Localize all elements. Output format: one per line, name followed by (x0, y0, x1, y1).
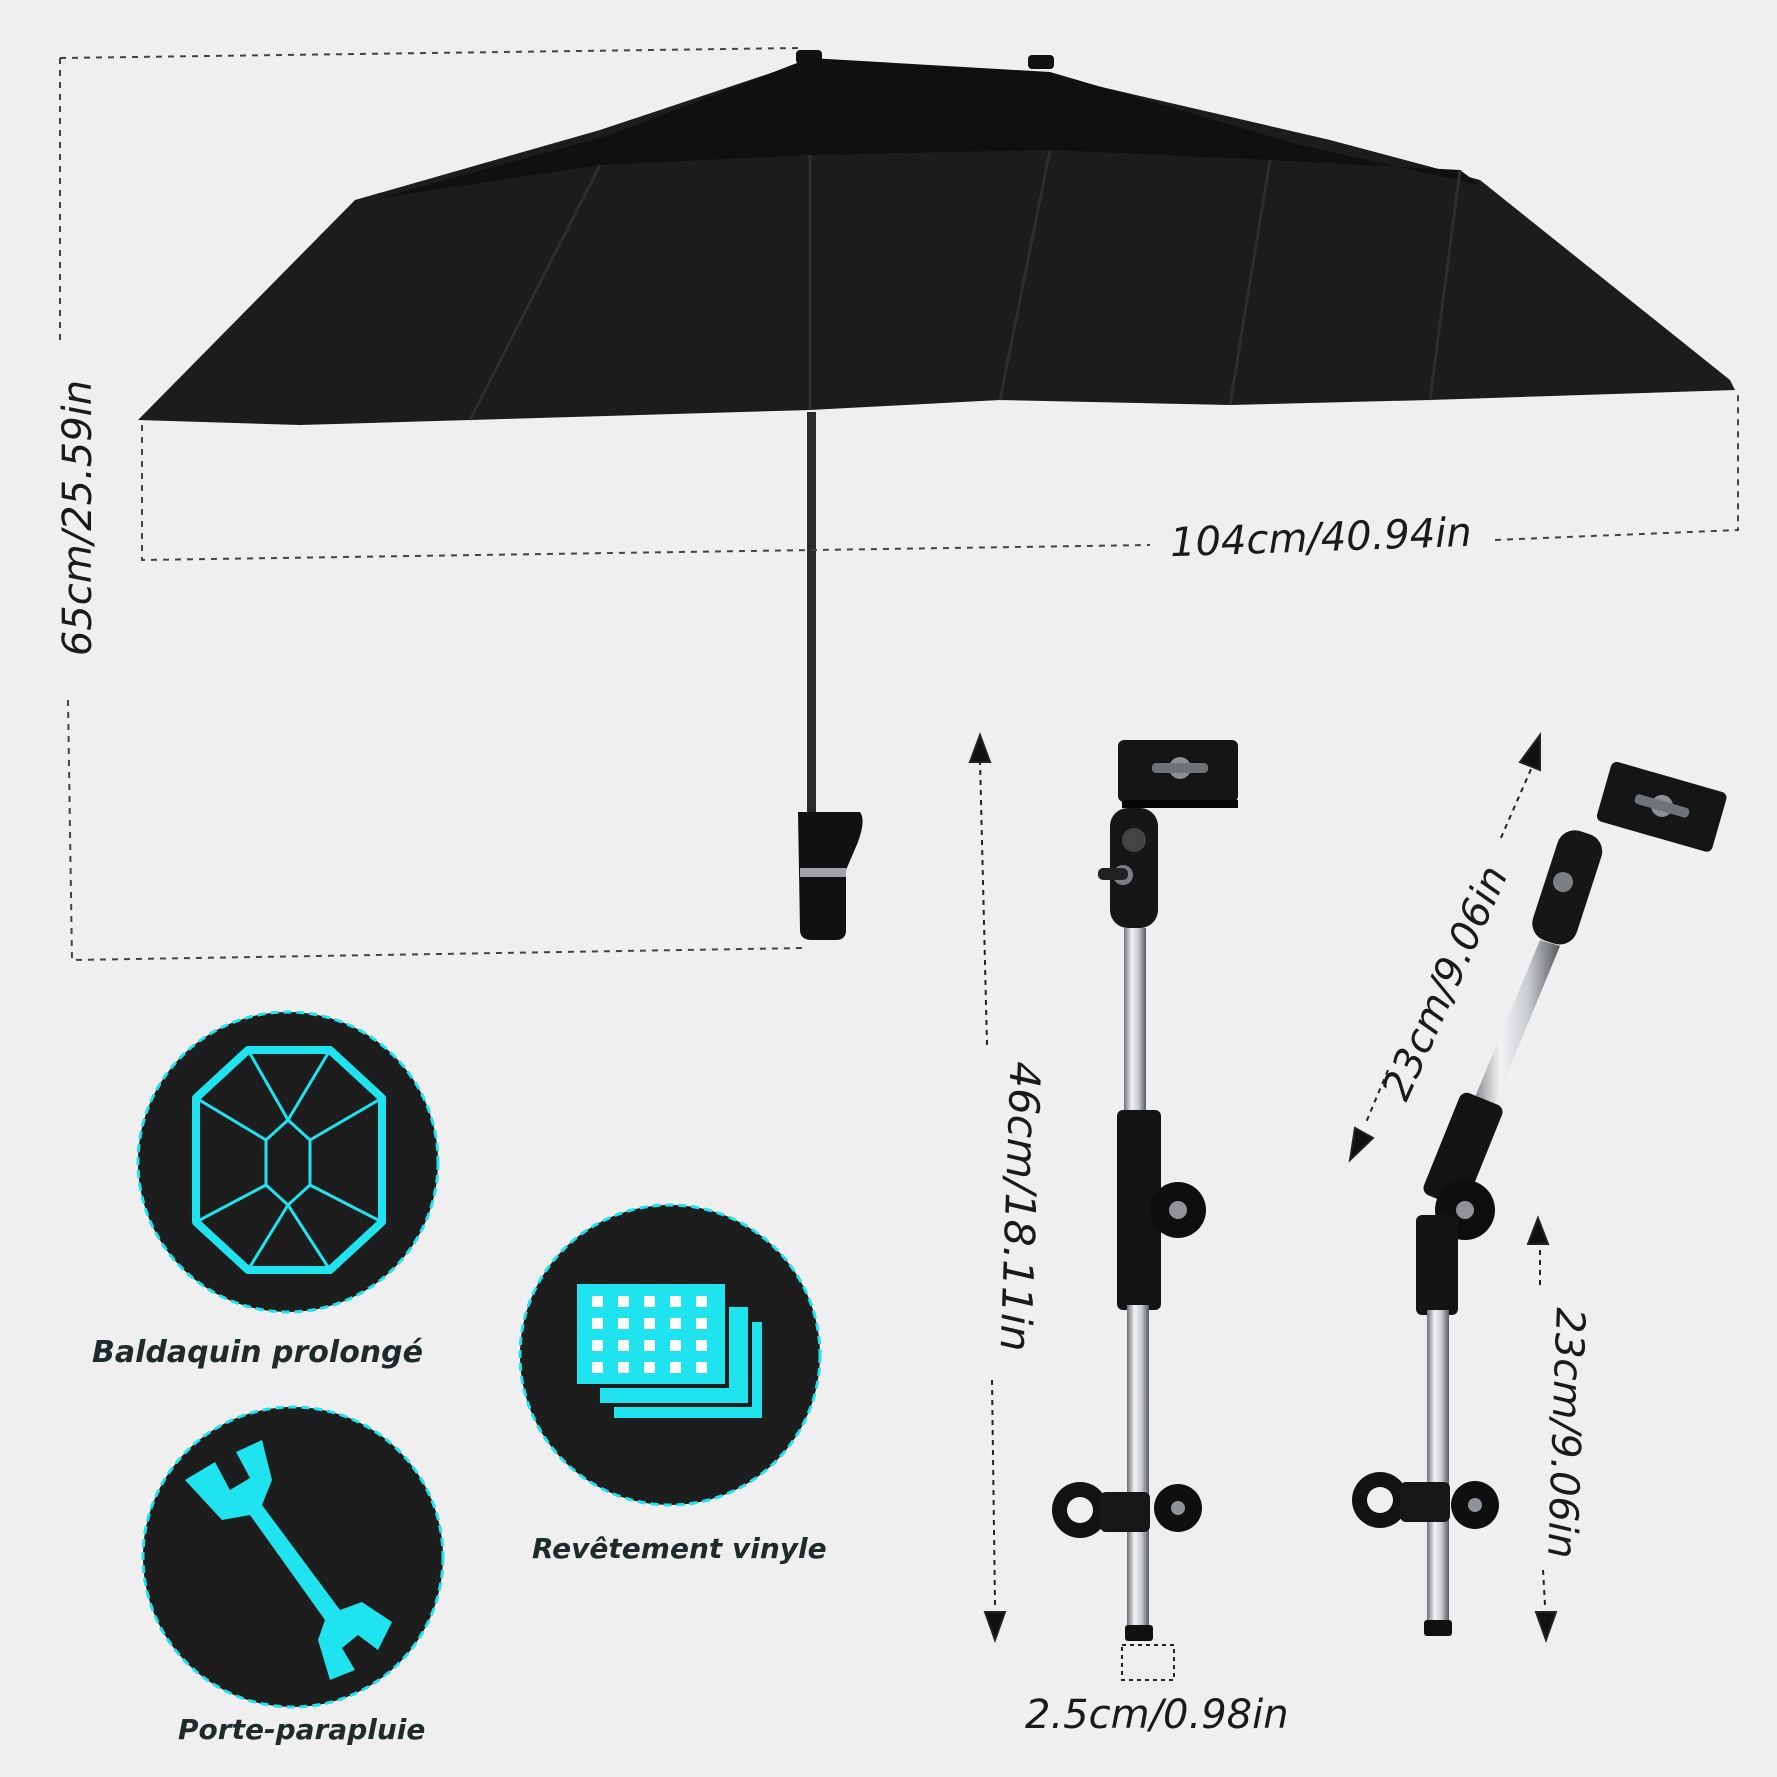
vinyl-dot (696, 1340, 707, 1351)
wrench-icon (185, 1440, 392, 1680)
umbrella-handle (798, 812, 863, 940)
umbrella-height-label: 65cm/25.59in (55, 379, 102, 657)
feature-icon-vinyl (518, 1203, 822, 1507)
feature-label-holder: Porte-parapluie (178, 1713, 426, 1746)
vinyl-dot (696, 1362, 707, 1373)
tube-diameter-label: 2.5cm/0.98in (1025, 1692, 1289, 1738)
feature-icon-holder (141, 1405, 445, 1709)
vinyl-dot (592, 1340, 603, 1351)
vinyl-dot (670, 1296, 681, 1307)
vinyl-layers-icon (573, 1280, 766, 1422)
vinyl-dot (670, 1318, 681, 1329)
vinyl-dot (670, 1340, 681, 1351)
vinyl-dot (644, 1340, 655, 1351)
holder-straight (1052, 740, 1238, 1641)
umbrella (138, 50, 1735, 940)
holder-dimension-arrows (968, 731, 1558, 1681)
umbrella-dimension-lines (59, 47, 1739, 962)
vinyl-dot (592, 1296, 603, 1307)
umbrella-canopy (138, 60, 1735, 425)
vinyl-dot (644, 1296, 655, 1307)
vinyl-dot (670, 1362, 681, 1373)
vinyl-dot (618, 1318, 629, 1329)
vinyl-dot (618, 1362, 629, 1373)
feature-label-vinyl: Revêtement vinyle (532, 1532, 827, 1565)
holder-length-label: 46cm/18.11in (990, 1060, 1050, 1353)
arm-lower-label: 23cm/9.06in (1538, 1306, 1593, 1560)
vinyl-dot (696, 1318, 707, 1329)
vinyl-dot (592, 1362, 603, 1373)
vinyl-dot (618, 1340, 629, 1351)
holder-angled (1352, 761, 1727, 1636)
umbrella-shaft (807, 412, 816, 812)
vinyl-dot (592, 1318, 603, 1329)
feature-icon-canopy (136, 1010, 440, 1314)
umbrella-vent (380, 58, 1480, 198)
vinyl-dot (644, 1362, 655, 1373)
feature-label-canopy: Baldaquin prolongé (92, 1335, 423, 1370)
vinyl-dot (644, 1318, 655, 1329)
vinyl-dot (618, 1296, 629, 1307)
vinyl-dot (696, 1296, 707, 1307)
